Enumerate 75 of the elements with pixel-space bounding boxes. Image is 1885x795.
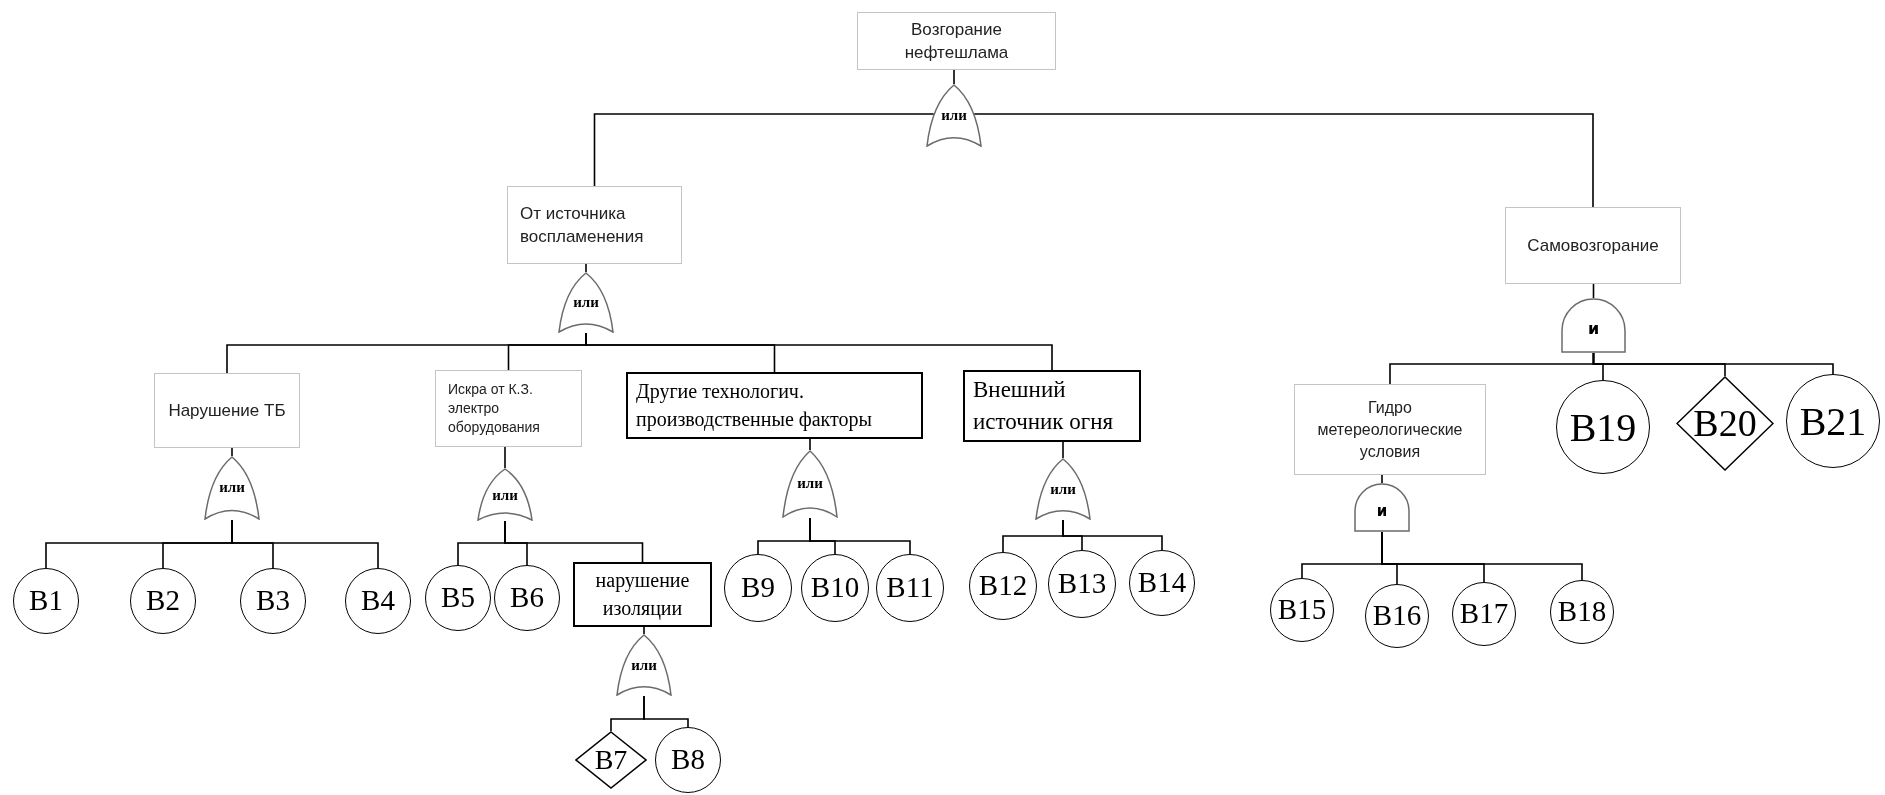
gate-label: или (630, 657, 658, 673)
event-box (573, 562, 712, 627)
or-gate (1035, 458, 1091, 520)
event-code: B8 (671, 742, 705, 778)
or-gate (477, 468, 533, 521)
event-label: От источника воспламенения (520, 202, 645, 248)
or-gate (782, 450, 838, 518)
event-box (857, 12, 1056, 70)
event-label: нарушение изоляции (594, 568, 691, 622)
connector-line (1381, 531, 1583, 581)
event-box (963, 370, 1141, 442)
event-code: B16 (1372, 598, 1422, 634)
event-label: Искра от К.З. электро оборудования (448, 379, 541, 438)
connector-line (231, 447, 233, 457)
or-gate (616, 634, 672, 696)
event-code: B6 (510, 580, 544, 616)
event-box (435, 370, 582, 447)
event-label: Внешний источник огня (973, 376, 1115, 436)
event-code: B12 (978, 568, 1028, 604)
connector-line (504, 446, 506, 469)
gate-label: и (1586, 321, 1601, 338)
and-gate (1561, 298, 1626, 353)
connector-line (1592, 352, 1834, 375)
event-code: B11 (886, 570, 934, 606)
gate-label: или (572, 295, 600, 311)
gate-label: или (796, 475, 824, 491)
event-box (626, 372, 923, 439)
or-gate (926, 84, 982, 147)
event-code: B4 (361, 583, 395, 619)
event-code: B10 (810, 570, 860, 606)
or-gate (204, 456, 260, 520)
event-box (507, 186, 682, 264)
undeveloped-event-diamond (1676, 376, 1774, 471)
event-code: B2 (146, 583, 180, 619)
connector-line (1062, 441, 1064, 459)
connector-line (585, 263, 587, 273)
event-code: B20 (1693, 401, 1757, 447)
event-code: B9 (741, 570, 775, 606)
event-box (1505, 207, 1681, 284)
connector-line (643, 626, 645, 635)
gate-label: или (1049, 481, 1077, 497)
connector-line (809, 438, 811, 451)
connector-line (504, 520, 644, 563)
connector-line (643, 695, 689, 728)
gate-label: или (491, 488, 519, 504)
event-label: Возгорание нефтешлама (903, 18, 1010, 64)
and-gate (1354, 483, 1410, 532)
event-label: Другие технологич. производственные факторы (636, 379, 873, 433)
event-code: B17 (1459, 596, 1509, 632)
event-label: Нарушение ТБ (168, 399, 286, 422)
connector-line (953, 69, 955, 85)
undeveloped-event-diamond (575, 731, 647, 789)
event-label: Самовозгорание (1527, 234, 1659, 257)
connector-line (593, 113, 935, 187)
event-code: B15 (1277, 592, 1327, 628)
or-gate (558, 272, 614, 333)
connector-line (1381, 474, 1383, 484)
event-code: B18 (1557, 594, 1607, 630)
event-code: B21 (1799, 397, 1867, 446)
event-code: B7 (594, 742, 628, 777)
event-code: B3 (256, 583, 290, 619)
event-label: Гидро метереологические условия (1316, 397, 1464, 462)
gate-label: или (940, 107, 968, 123)
connector-line (809, 517, 911, 555)
event-code: B14 (1137, 565, 1187, 601)
gate-label: и (1375, 503, 1389, 519)
event-code: B5 (441, 580, 475, 616)
event-code: B13 (1057, 566, 1107, 602)
event-code: B1 (29, 583, 63, 619)
connector-line (973, 113, 1594, 208)
connector-line (1062, 519, 1163, 551)
event-code: B19 (1569, 403, 1637, 452)
event-box (154, 373, 300, 448)
event-box (1294, 384, 1486, 475)
gate-label: или (218, 480, 246, 496)
